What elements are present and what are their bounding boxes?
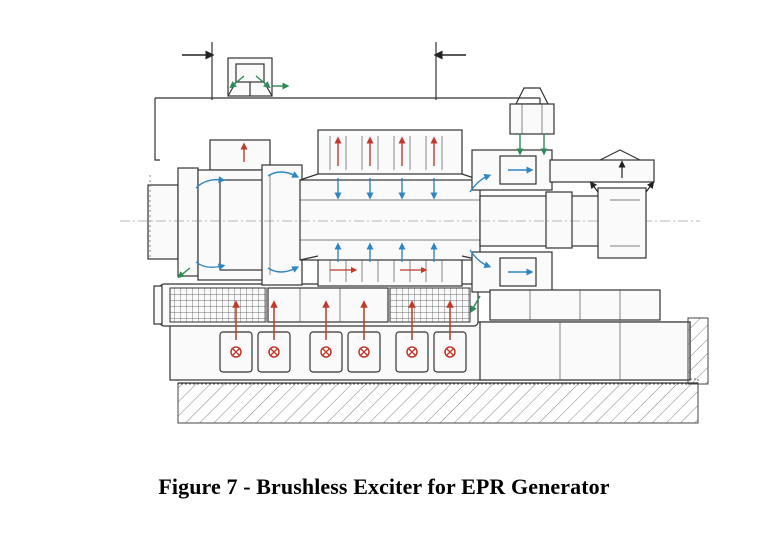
heat-exchanger xyxy=(153,283,479,327)
arrow-icon xyxy=(267,171,300,178)
x-circle-icon xyxy=(358,346,370,358)
left-bearing-housing xyxy=(197,139,303,286)
figure-caption: Figure 7 - Brushless Exciter for EPR Gen… xyxy=(158,474,610,499)
x-circle-icon xyxy=(320,346,332,358)
top-fan-unit xyxy=(227,57,290,97)
x-circle-icon xyxy=(268,346,280,358)
arrow-icon xyxy=(195,176,226,189)
arrow-icon xyxy=(469,249,492,268)
right-fan-unit xyxy=(509,87,555,156)
base-frame xyxy=(169,317,709,385)
shaft xyxy=(120,191,700,249)
housing-frame xyxy=(147,97,541,277)
misc-arrows xyxy=(589,160,655,193)
arrow-icon xyxy=(267,266,300,273)
arrow-icon xyxy=(195,261,226,271)
arrow-icon xyxy=(469,174,492,193)
stator-slots xyxy=(329,136,443,282)
x-circle-icon xyxy=(230,346,242,358)
foundation xyxy=(177,378,699,424)
cooler-unit-icons xyxy=(230,346,456,358)
section-markers xyxy=(182,42,466,100)
exhaust-flow xyxy=(177,267,481,314)
arrow-icon xyxy=(470,295,481,314)
rotor-stator xyxy=(299,129,481,287)
x-circle-icon xyxy=(444,346,456,358)
arrow-icon xyxy=(177,267,191,279)
hot-air-flow xyxy=(232,136,454,340)
x-circle-icon xyxy=(406,346,418,358)
cool-air-flow xyxy=(195,166,534,276)
